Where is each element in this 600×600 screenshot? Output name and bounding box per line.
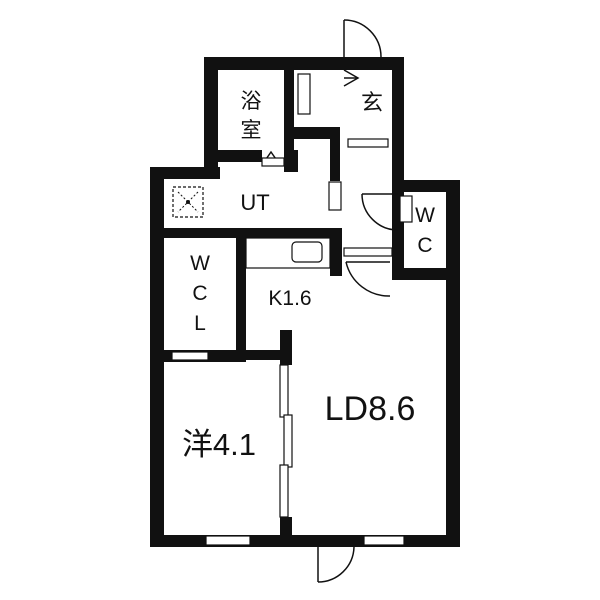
wall-bath-left bbox=[204, 57, 218, 172]
wall-bottom bbox=[150, 535, 460, 547]
wall-bath-floor bbox=[218, 150, 262, 162]
utility-label: UT bbox=[240, 190, 269, 215]
window-wcl bbox=[171, 351, 209, 361]
washer-pan-icon bbox=[172, 186, 204, 218]
walls bbox=[150, 57, 460, 547]
opening-kitchen bbox=[343, 247, 393, 257]
wall-kitchen-east bbox=[330, 238, 342, 276]
wall-ut-top-right bbox=[284, 150, 298, 172]
wcl-label-1: W bbox=[190, 252, 210, 275]
window-ut bbox=[328, 181, 342, 211]
wall-corridor bbox=[330, 139, 340, 181]
western-room-label: 洋4.1 bbox=[182, 427, 256, 462]
window-western-bottom bbox=[205, 535, 251, 546]
wall-bath-right bbox=[284, 67, 294, 152]
wall-genkan-right bbox=[392, 57, 404, 183]
sink-icon bbox=[245, 237, 331, 269]
wall-left-top bbox=[150, 167, 220, 179]
kitchen-label: K1.6 bbox=[268, 287, 311, 310]
wall-wc-top bbox=[392, 180, 458, 192]
wall-ut-bottom bbox=[164, 228, 342, 238]
step-edge bbox=[261, 157, 285, 167]
window-genkan bbox=[347, 138, 389, 148]
window-ld-bottom bbox=[363, 535, 405, 546]
wall-western-ld-lower bbox=[280, 517, 292, 537]
wall-ld-west bbox=[280, 330, 292, 365]
window-bath bbox=[297, 73, 311, 115]
room-labels: 浴 室 玄 UT W C W C L K1.6 LD8.6 洋4.1 bbox=[182, 90, 435, 462]
sliding-panel-2 bbox=[283, 414, 293, 468]
wall-top bbox=[204, 57, 404, 70]
wall-bath-bottom bbox=[294, 127, 340, 139]
sliding-door-western-ld[interactable] bbox=[279, 364, 293, 537]
wc-label-1: W bbox=[415, 204, 435, 227]
wall-wc-bottom bbox=[392, 268, 458, 280]
sliding-panel-3 bbox=[279, 464, 289, 518]
wall-western-top bbox=[246, 350, 290, 360]
wcl-label-3: L bbox=[194, 312, 206, 335]
wall-left bbox=[150, 167, 164, 547]
ld-label: LD8.6 bbox=[325, 390, 416, 428]
wc-label-2: C bbox=[417, 234, 432, 257]
genkan-label: 玄 bbox=[361, 90, 383, 115]
bath-label-1: 浴 bbox=[241, 90, 262, 113]
door-swing-icon[interactable] bbox=[317, 19, 399, 583]
bath-label-2: 室 bbox=[241, 119, 262, 142]
wall-right bbox=[446, 180, 460, 547]
window-wc bbox=[399, 195, 413, 223]
sliding-panel-1 bbox=[279, 364, 289, 418]
windows bbox=[171, 73, 413, 546]
wcl-label-2: C bbox=[192, 282, 207, 305]
wall-wcl-right bbox=[236, 228, 246, 353]
